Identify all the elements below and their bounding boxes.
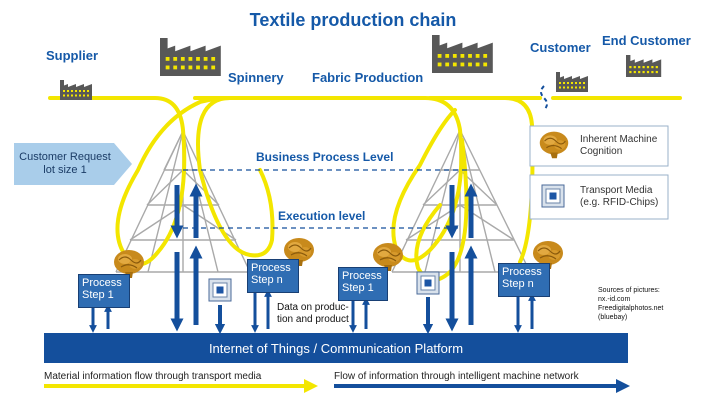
process-step-line1: Process <box>342 270 382 282</box>
chip-connectors <box>214 297 434 335</box>
label-fabric-production: Fabric Production <box>312 70 424 85</box>
label-execution-level: Execution level <box>278 209 366 223</box>
customer-request-arrow <box>14 143 132 185</box>
legend-chip-icon <box>541 184 565 208</box>
information-flow-arrowhead <box>616 379 630 393</box>
customer-request-label: Customer Request lot size 1 <box>14 143 132 185</box>
legend-transport-label: Transport Media(e.g. RFID-Chips) <box>580 185 658 209</box>
rfid-chip-icon <box>208 278 232 302</box>
rfid-chip-icon <box>416 271 440 295</box>
sources-line4: (bluebay) <box>598 314 628 321</box>
process-step-line2: Step 1 <box>342 282 374 294</box>
process-step-line2: Step 1 <box>82 289 114 301</box>
label-business-process-level: Business Process Level <box>256 150 394 164</box>
iot-platform-bar: Internet of Things / Communication Platf… <box>44 333 628 363</box>
customer-request-line1: Customer Request <box>19 151 111 163</box>
supplier-factory-icon <box>60 80 92 100</box>
legend-transport-line2: (e.g. RFID-Chips) <box>580 197 659 208</box>
data-note-line2: tion and product <box>277 314 349 325</box>
material-flow-label: Material information flow through transp… <box>44 371 262 382</box>
picture-sources: Sources of pictures: nx.-id.com Freedigi… <box>598 286 663 322</box>
iot-platform-label: Internet of Things / Communication Platf… <box>208 340 464 356</box>
sources-line1: Sources of pictures: <box>598 287 660 294</box>
data-note-line1: Data on produc- <box>277 302 349 313</box>
material-flow-arrowhead <box>304 379 318 393</box>
left-pyramid-arrows <box>170 183 203 332</box>
broken-link-symbol <box>540 85 548 111</box>
legend-cognition-line1: Inherent Machine <box>580 134 658 145</box>
fabric-factory-icon <box>432 35 493 73</box>
sources-line3: Freedigitalphotos.net <box>598 305 664 312</box>
label-customer: Customer <box>530 40 591 55</box>
process-step-line2: Step n <box>251 274 283 286</box>
label-spinnery: Spinnery <box>228 70 284 85</box>
legend-cognition-line2: Cognition <box>580 146 623 157</box>
spinnery-factory-icon <box>160 38 221 76</box>
process-step-line1: Process <box>502 266 542 278</box>
process-step-line1: Process <box>82 277 122 289</box>
sources-line2: nx.-id.com <box>598 296 631 303</box>
platform-connectors <box>89 289 536 333</box>
right-pyramid-arrows <box>445 183 478 332</box>
legend-transport-line1: Transport Media <box>580 185 653 196</box>
end-customer-factory-icon <box>626 55 662 77</box>
label-supplier: Supplier <box>46 48 99 63</box>
process-step-line1: Process <box>251 262 291 274</box>
process-step-line2: Step n <box>502 278 534 290</box>
label-end-customer: End Customer <box>602 33 691 48</box>
customer-request-line2: lot size 1 <box>43 164 87 176</box>
customer-factory-icon <box>556 72 588 92</box>
information-flow-label: Flow of information through intelligent … <box>334 371 579 382</box>
data-note: Data on produc-tion and product <box>277 302 361 326</box>
diagram-title: Textile production chain <box>249 10 457 30</box>
